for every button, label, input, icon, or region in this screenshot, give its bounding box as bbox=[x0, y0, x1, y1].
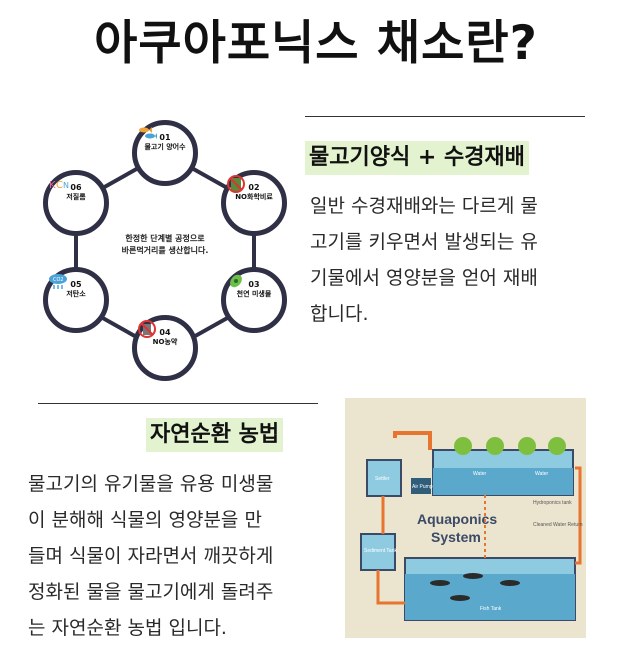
fish-icon bbox=[139, 127, 175, 173]
node-number: 03 bbox=[248, 280, 260, 289]
node-label: 물고기 양어수 bbox=[144, 143, 186, 151]
aquaponics-drawing bbox=[360, 431, 582, 621]
aquaponics-title-line2: System bbox=[431, 529, 481, 545]
label-water-2: Water bbox=[535, 471, 549, 477]
microbe-icon bbox=[230, 274, 264, 320]
label-sediment-tank: Sediment Tank bbox=[364, 548, 397, 554]
node-number: 04 bbox=[159, 328, 171, 337]
section2-line: 는 자연순환 농법 입니다. bbox=[28, 617, 227, 639]
section2-line: 물고기의 유기물을 유용 미생물 bbox=[28, 473, 274, 495]
section2-line: 이 분해해 식물의 영양분을 만 bbox=[28, 509, 262, 531]
aquaponics-title-line1: Aquaponics bbox=[417, 511, 498, 527]
svg-text:N: N bbox=[63, 181, 69, 190]
section1-divider bbox=[305, 116, 585, 117]
label-fish-tank: Fish Tank bbox=[480, 606, 502, 612]
section1-body: 일반 수경재배와는 다르게 물 고기를 키우면서 발생되는 유 기물에서 영양분… bbox=[310, 188, 538, 332]
node-number: 01 bbox=[159, 133, 171, 142]
cycle-node-05: 05 저탄소 CO2 bbox=[43, 267, 109, 333]
node-label: NO농약 bbox=[152, 338, 178, 346]
section2-line: 들며 식물이 자라면서 깨끗하게 bbox=[28, 545, 274, 567]
cycle-center-text: 한정한 단계별 공정으로 바른먹거리를 생산합니다. bbox=[100, 233, 230, 257]
label-cleaned-water: Cleaned Water Return bbox=[533, 522, 583, 528]
no-pesticide-icon bbox=[138, 320, 175, 368]
svg-text:C: C bbox=[56, 180, 63, 191]
section1-heading: 물고기양식 + 수경재배 bbox=[305, 141, 529, 175]
section1-line: 기물에서 영양분을 얻어 재배 bbox=[310, 267, 538, 289]
label-settler: Settler bbox=[375, 476, 390, 482]
cycle-center-line: 한정한 단계별 공정으로 bbox=[125, 234, 205, 243]
label-water-1: Water bbox=[473, 471, 487, 477]
svg-text:K: K bbox=[49, 180, 56, 191]
section2-heading: 자연순환 농법 bbox=[146, 418, 284, 452]
section2-line: 정화된 물을 물고기에게 돌려주 bbox=[28, 581, 274, 603]
node-label: NO화학비료 bbox=[235, 193, 273, 201]
node-number: 02 bbox=[248, 183, 260, 192]
section1-line: 합니다. bbox=[310, 303, 369, 325]
cycle-node-04: 04 NO농약 bbox=[132, 315, 198, 381]
page-title: 아쿠아포닉스 채소란? bbox=[94, 16, 538, 71]
co2-cloud-icon: CO2 bbox=[49, 274, 86, 320]
no-fertilizer-icon bbox=[227, 175, 264, 223]
node-label: 저질롬 bbox=[66, 193, 86, 201]
section2-divider bbox=[38, 403, 318, 404]
section1-line: 고기를 키우면서 발생되는 유 bbox=[310, 231, 538, 253]
node-label: 저탄소 bbox=[66, 290, 86, 298]
cycle-center-line: 바른먹거리를 생산합니다. bbox=[121, 246, 209, 255]
section2-body: 물고기의 유기물을 유용 미생물 이 분해해 식물의 영양분을 만 들며 식물이… bbox=[28, 466, 273, 646]
node-label: 천연 미생물 bbox=[236, 290, 272, 298]
aquaponics-system-illustration: Aquaponics System Settler Air Pump Sedim… bbox=[345, 398, 586, 638]
cycle-node-01: 01 물고기 양어수 bbox=[132, 120, 198, 186]
process-cycle-diagram: 한정한 단계별 공정으로 바른먹거리를 생산합니다. 01 물고기 양어수 02… bbox=[34, 115, 296, 385]
node-number: 06 bbox=[70, 183, 82, 192]
label-air-pump: Air Pump bbox=[412, 484, 433, 490]
section1-line: 일반 수경재배와는 다르게 물 bbox=[310, 195, 538, 217]
node-number: 05 bbox=[70, 280, 82, 289]
cycle-node-02: 02 NO화학비료 bbox=[221, 170, 287, 236]
svg-text:CO2: CO2 bbox=[53, 277, 64, 283]
cycle-node-03: 03 천연 미생물 bbox=[221, 267, 287, 333]
label-hydroponics-tank: Hydroponics tank bbox=[533, 500, 572, 506]
